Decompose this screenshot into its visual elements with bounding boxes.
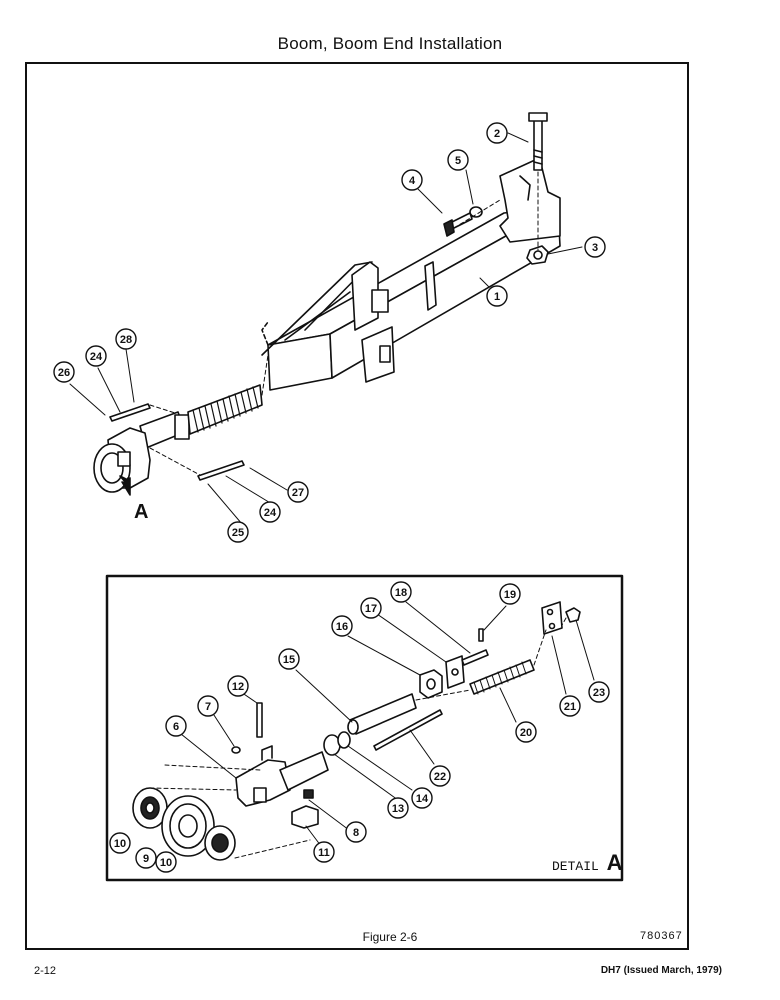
callout-22: 22 — [434, 771, 446, 783]
drawing-number: 780367 — [640, 930, 683, 942]
spring-20 — [469, 659, 535, 695]
page-number: 2-12 — [34, 965, 57, 977]
block-11 — [291, 805, 319, 829]
detail-label-letter: A — [606, 850, 623, 875]
spring-pin-12 — [256, 702, 263, 738]
pin-19 — [478, 628, 484, 642]
callout-8: 8 — [353, 827, 359, 839]
detail-label-word: DETAIL — [552, 859, 599, 874]
sleeve-15 — [347, 693, 417, 735]
nut-3 — [526, 245, 549, 265]
callout-18: 18 — [395, 587, 407, 599]
callout-10-right: 10 — [160, 857, 172, 869]
callout-15: 15 — [283, 654, 295, 666]
callout-13: 13 — [392, 803, 404, 815]
boom-tube — [261, 206, 561, 391]
plate-17 — [445, 655, 465, 689]
nut-23 — [565, 607, 581, 623]
callout-20: 20 — [520, 727, 532, 739]
callout-25: 25 — [232, 527, 244, 539]
figure-caption: Figure 2-6 — [362, 930, 418, 944]
pin-24-upper — [109, 403, 151, 422]
pin-18 — [461, 649, 489, 666]
callout-28: 28 — [120, 334, 132, 346]
view-arrow-a — [119, 475, 131, 496]
main-figure-frame — [25, 62, 689, 950]
callout-19: 19 — [504, 589, 516, 601]
bolt-4 — [443, 212, 473, 237]
callout-12: 12 — [232, 681, 244, 693]
callout-24-upper: 24 — [90, 351, 103, 363]
callout-4: 4 — [409, 175, 416, 187]
ball-7 — [231, 746, 241, 754]
detail-label: DETAIL A — [552, 850, 623, 876]
callout-16: 16 — [336, 621, 348, 633]
sheave-10-right — [204, 825, 236, 861]
bolt-2 — [528, 112, 548, 171]
callout-9: 9 — [143, 853, 149, 865]
washer-5 — [469, 206, 483, 218]
rod-22 — [373, 709, 443, 751]
boom-end — [93, 384, 263, 493]
callout-7: 7 — [205, 701, 211, 713]
callout-23: 23 — [593, 687, 605, 699]
block-16 — [419, 669, 443, 699]
callout-6: 6 — [173, 721, 179, 733]
callout-2: 2 — [494, 128, 500, 140]
callout-3: 3 — [592, 242, 598, 254]
callout-1: 1 — [494, 291, 500, 303]
callout-26: 26 — [58, 367, 70, 379]
document-reference: DH7 (Issued March, 1979) — [600, 965, 722, 976]
callout-21: 21 — [564, 701, 576, 713]
page-title: Boom, Boom End Installation — [277, 34, 503, 53]
callout-17: 17 — [365, 603, 377, 615]
yoke-6 — [235, 745, 329, 807]
plate-21 — [541, 601, 563, 635]
end-bracket — [499, 159, 561, 243]
ring-14 — [337, 731, 351, 749]
pin-24-lower — [197, 460, 245, 481]
view-marker-a: A — [134, 501, 148, 523]
callout-24-lower: 24 — [264, 507, 277, 519]
callout-27: 27 — [292, 487, 304, 499]
callout-5: 5 — [455, 155, 461, 167]
spring-8 — [303, 789, 314, 799]
callout-11: 11 — [318, 847, 330, 859]
callout-10-left: 10 — [114, 838, 126, 850]
sheave-10-left — [132, 787, 168, 829]
sheave-9 — [161, 795, 215, 857]
callout-14: 14 — [416, 793, 429, 805]
